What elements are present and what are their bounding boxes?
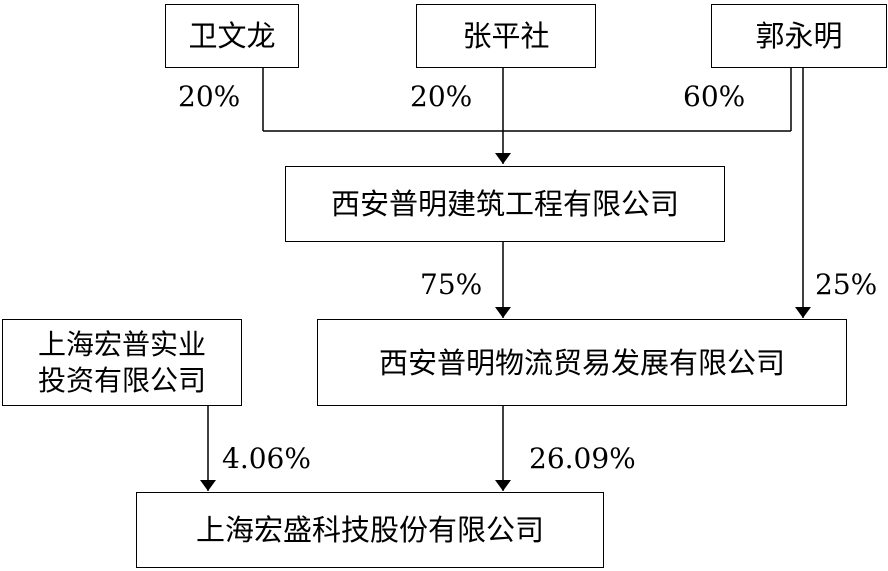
edge-label-zhang-to-construction: 20%	[410, 80, 473, 113]
node-shanghai-hongpu-label-line1: 上海宏普实业	[37, 327, 206, 361]
node-xian-puming-logistics: 西安普明物流贸易发展有限公司	[317, 319, 847, 406]
node-xian-puming-logistics-label: 西安普明物流贸易发展有限公司	[378, 345, 785, 380]
node-shanghai-hongsheng: 上海宏盛科技股份有限公司	[136, 492, 604, 568]
node-xian-puming-construction: 西安普明建筑工程有限公司	[285, 166, 725, 242]
node-zhang-pingshe-label: 张平社	[462, 19, 550, 53]
node-zhang-pingshe: 张平社	[416, 4, 596, 68]
edge-label-construction-to-logistics: 75%	[420, 268, 483, 301]
node-shanghai-hongpu: 上海宏普实业 投资有限公司	[2, 319, 242, 406]
edge-label-logistics-to-hongsheng: 26.09%	[529, 442, 636, 475]
node-guo-yongming-label: 郭永明	[755, 19, 843, 53]
edge-label-guo-to-construction: 60%	[683, 80, 746, 113]
node-shanghai-hongsheng-label: 上海宏盛科技股份有限公司	[195, 513, 544, 547]
node-xian-puming-construction-label: 西安普明建筑工程有限公司	[330, 187, 679, 221]
edge-label-guo-to-logistics: 25%	[815, 268, 878, 301]
node-shanghai-hongpu-label-line2: 投资有限公司	[37, 363, 206, 397]
edge-label-wei-to-construction: 20%	[178, 80, 241, 113]
edge-label-hongpu-to-hongsheng: 4.06%	[222, 442, 311, 475]
node-guo-yongming: 郭永明	[711, 4, 887, 68]
node-wei-wenlong: 卫文龙	[165, 4, 299, 68]
node-wei-wenlong-label: 卫文龙	[188, 19, 276, 53]
